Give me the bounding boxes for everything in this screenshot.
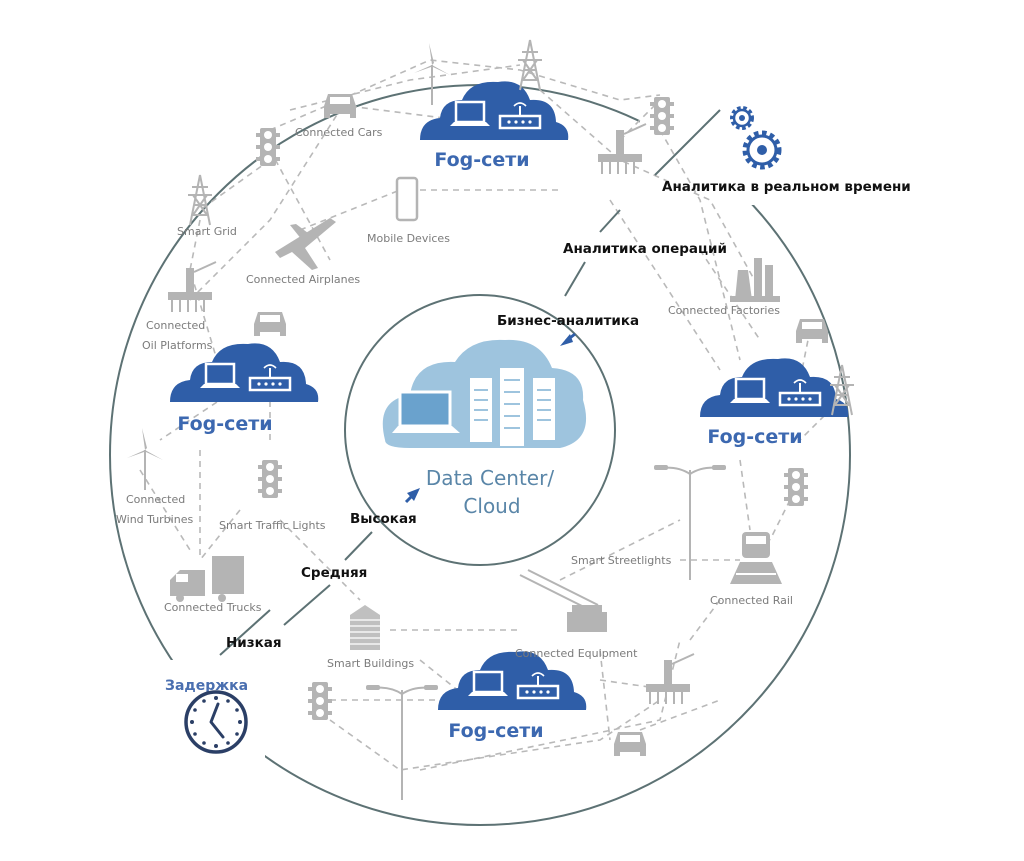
latency-axis-line [283, 584, 331, 626]
device-label: Wind Turbines [116, 513, 193, 526]
device-label: Smart Traffic Lights [219, 519, 326, 532]
fog-label: Fog-сети [707, 426, 802, 448]
fog-cloud-icon [698, 357, 850, 419]
analytics-arrow-shaft [565, 332, 576, 343]
device-label: Connected Cars [295, 126, 383, 139]
fog-label: Fog-сети [448, 720, 543, 742]
traffic-light-icon [784, 468, 808, 506]
latency-title: Задержка [165, 678, 248, 694]
oil-platform-icon [597, 123, 647, 175]
crane-icon [519, 569, 607, 632]
latency-label-high: Высокая [350, 511, 417, 527]
inner-ring [344, 294, 616, 566]
ring-gap-bottom-left [150, 660, 265, 760]
analytics-axis-line [564, 261, 586, 297]
building-icon [350, 605, 380, 650]
train-icon [730, 532, 782, 584]
latency-arrow-shaft [404, 492, 416, 504]
power-tower-icon [517, 39, 543, 91]
device-label: Smart Streetlights [571, 554, 672, 567]
oil-platform-icon [645, 653, 695, 705]
data-center-cloud-icon [382, 339, 587, 448]
traffic-light-icon [258, 460, 282, 498]
device-label: Connected Airplanes [246, 273, 360, 286]
car-icon [614, 732, 646, 756]
fog-label: Fog-сети [177, 413, 272, 435]
analytics-label-business: Бизнес-аналитика [497, 313, 639, 329]
device-label: Connected [126, 493, 185, 506]
device-label: Connected Equipment [515, 647, 638, 660]
device-label: Oil Platforms [142, 339, 213, 352]
truck-icon [170, 556, 244, 602]
latency-axis-line [219, 609, 271, 656]
analytics-label-operations: Аналитика операций [563, 241, 727, 257]
device-label: Connected [146, 319, 205, 332]
traffic-light-icon [308, 682, 332, 720]
data-center-label: Cloud [463, 494, 520, 518]
fog-cloud-icon [436, 650, 588, 712]
car-icon [796, 319, 828, 343]
wind-turbine-icon [126, 427, 164, 491]
data-center-label: Data Center/ [426, 466, 554, 490]
gears-icon [730, 106, 782, 170]
traffic-light-icon [650, 97, 674, 135]
analytics-axis-line [654, 109, 721, 176]
device-label: Smart Buildings [327, 657, 414, 670]
fog-label: Fog-сети [434, 149, 529, 171]
device-label: Mobile Devices [367, 232, 450, 245]
analytics-axis-line [599, 209, 621, 233]
wind-turbine-icon [413, 42, 451, 106]
fog-cloud-icon [168, 342, 320, 404]
factory-icon [730, 258, 780, 302]
clock-icon [184, 690, 248, 754]
streetlight-icon [365, 684, 439, 801]
device-label: Smart Grid [177, 225, 237, 238]
latency-axis-line [344, 531, 373, 561]
oil-platform-icon [167, 261, 217, 313]
airplane-icon [275, 218, 336, 270]
device-label: Connected Rail [710, 594, 793, 607]
power-tower-icon [187, 174, 213, 226]
ring-gap-top-right [640, 90, 960, 205]
latency-label-low: Низкая [226, 635, 282, 651]
dashed-connections [139, 59, 841, 771]
traffic-light-icon [256, 128, 280, 166]
device-label: Connected Trucks [164, 601, 262, 614]
car-icon [254, 312, 286, 336]
latency-label-medium: Средняя [301, 565, 367, 581]
car-icon [324, 94, 356, 118]
smartphone-icon [395, 176, 419, 222]
device-label: Connected Factories [668, 304, 780, 317]
analytics-label-realtime: Аналитика в реальном времени [662, 179, 911, 195]
